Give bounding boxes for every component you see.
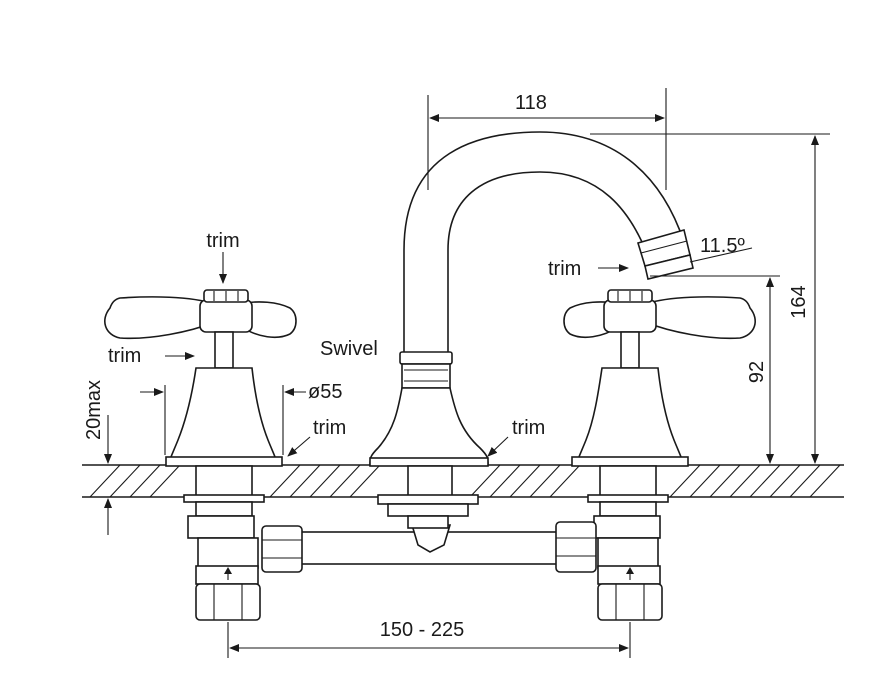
aerator (636, 229, 694, 280)
hatch-line (329, 464, 361, 498)
hatch-line (309, 464, 341, 498)
dim-label-164: 164 (788, 285, 810, 318)
angle-label: 11.5º (700, 235, 745, 257)
right-pipe-nut (555, 521, 597, 573)
hatch-line (709, 464, 741, 498)
dimension-150-225 (227, 622, 631, 658)
left-pipe-nut (261, 525, 303, 573)
hatch-line (489, 464, 521, 498)
trim-label-left-stem: trim (108, 345, 141, 367)
right-valve-shank (587, 465, 669, 621)
connection-pipe (299, 524, 571, 565)
spout (369, 131, 694, 529)
hatch-line (769, 464, 801, 498)
hatch-line (509, 464, 541, 498)
dimension-55 (140, 385, 306, 455)
hatch-line (669, 464, 701, 498)
spout-shank (377, 465, 479, 529)
dim-label-20max: 20max (83, 380, 105, 440)
hatch-line (269, 464, 301, 498)
dimension-164 (590, 133, 830, 464)
hatch-line (789, 464, 821, 498)
swivel-label: Swivel (320, 338, 378, 360)
hatch-line (349, 464, 381, 498)
swivel-collar (399, 351, 453, 389)
hatch-line (149, 464, 181, 498)
left-handle-valve (104, 289, 303, 621)
left-cross-handle (104, 289, 297, 340)
hatch-line (689, 464, 721, 498)
angle-indicator (689, 247, 753, 263)
trim-label-outlet: trim (548, 258, 581, 280)
right-handle-valve (555, 289, 756, 621)
hatch-line (129, 464, 161, 498)
dimension-92 (650, 275, 780, 464)
hatch-line (529, 464, 561, 498)
dimension-118 (427, 88, 667, 190)
trim-label-top-left: trim (206, 230, 239, 252)
hatch-line (89, 464, 121, 498)
dim-label-118: 118 (515, 92, 547, 114)
right-cross-handle (563, 289, 756, 340)
dim-label-150-225: 150 - 225 (380, 619, 465, 641)
deck-hatching (89, 464, 841, 498)
dim-label-55: ø55 (308, 381, 342, 403)
leader-arrows (165, 252, 629, 457)
hatch-line (809, 464, 841, 498)
hatch-line (549, 464, 581, 498)
hatch-line (289, 464, 321, 498)
hatch-line (729, 464, 761, 498)
trim-label-left-base: trim (313, 417, 346, 439)
left-valve-shank (183, 465, 265, 621)
trim-label-spout-base: trim (512, 417, 545, 439)
spout-base-bell (369, 387, 489, 466)
hatch-line (109, 464, 141, 498)
hatch-line (749, 464, 781, 498)
dim-label-92: 92 (746, 361, 768, 383)
hatch-line (469, 464, 501, 498)
